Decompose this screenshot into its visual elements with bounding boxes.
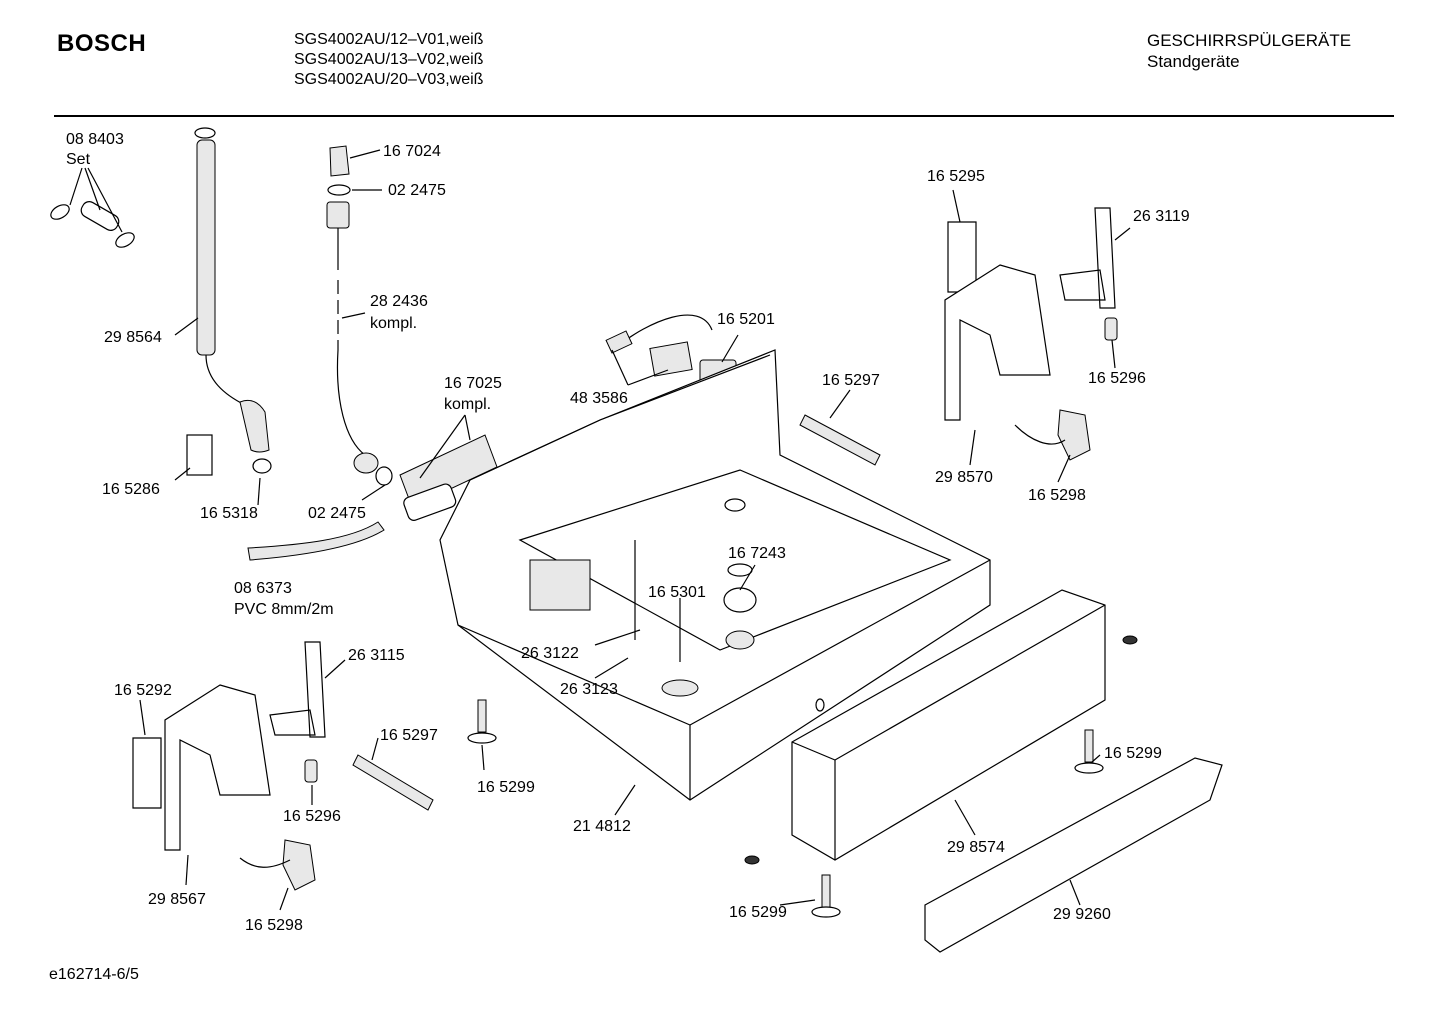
part-label-29-8567: 29 8567 [148, 891, 206, 908]
part-label-29-8574: 29 8574 [947, 839, 1005, 856]
part-label-16-5286: 16 5286 [102, 481, 160, 498]
foot-screws-drawing [467, 635, 1138, 918]
part-label-26-3123: 26 3123 [560, 681, 618, 698]
inlet-hose-drawing [326, 145, 393, 486]
part-label-16-7243: 16 7243 [728, 545, 786, 562]
part-label-16-5297-right: 16 5297 [822, 372, 880, 389]
hose-clamp-set-drawing [50, 201, 135, 248]
part-label-29-9260: 29 9260 [1053, 906, 1111, 923]
part-label-16-5295: 16 5295 [927, 168, 985, 185]
model-line: SGS4002AU/12–V01,weiß [294, 31, 484, 48]
model-list: SGS4002AU/12–V01,weiß SGS4002AU/13–V02,w… [294, 30, 483, 90]
part-label-16-5299-center: 16 5299 [477, 779, 535, 796]
part-label-48-3586: 48 3586 [570, 390, 628, 407]
part-label-26-3115: 26 3115 [348, 647, 405, 664]
part-label-29-8570: 29 8570 [935, 469, 993, 486]
pvc-hose-drawing [247, 521, 385, 561]
spring-drawing [799, 414, 881, 466]
part-label-16-5301: 16 5301 [648, 584, 706, 601]
part-label-16-5298-left: 16 5298 [245, 917, 303, 934]
part-label-16-5297-left: 16 5297 [380, 727, 438, 744]
part-label-16-5299-bottom: 16 5299 [729, 904, 787, 921]
part-label-16-7024: 16 7024 [383, 143, 441, 160]
clip-drawing [186, 434, 213, 476]
kick-plate-drawing [791, 589, 1106, 861]
part-label-26-3122: 26 3122 [521, 645, 579, 662]
part-label-16-5201: 16 5201 [717, 311, 775, 328]
model-line: SGS4002AU/13–V02,weiß [294, 51, 484, 68]
document-id: e162714-6/5 [49, 966, 139, 983]
part-label-16-5292: 16 5292 [114, 682, 172, 699]
part-drawings [50, 127, 1223, 953]
part-label-29-8564: 29 8564 [104, 329, 162, 346]
drain-hose-drawing [194, 127, 272, 474]
model-line: SGS4002AU/20–V03,weiß [294, 71, 484, 88]
base-tub-drawing [439, 349, 991, 801]
trim-strip-drawing [924, 757, 1223, 953]
category-title: GESCHIRRSPÜLGERÄTE [1147, 31, 1352, 50]
left-side-brackets-drawing [132, 641, 434, 891]
part-label-02-2475-top: 02 2475 [388, 182, 446, 199]
part-label-16-5299-right: 16 5299 [1104, 745, 1162, 762]
part-label-16-5318: 16 5318 [200, 505, 258, 522]
brand-logo: BOSCH [57, 30, 147, 57]
part-label-16-5296-right: 16 5296 [1088, 370, 1146, 387]
part-label-26-3119: 26 3119 [1133, 208, 1190, 225]
leader-lines [69, 149, 1131, 911]
category-block: GESCHIRRSPÜLGERÄTE Standgeräte [1147, 30, 1351, 72]
right-side-brackets-drawing [944, 207, 1118, 461]
category-subtitle: Standgeräte [1147, 52, 1240, 71]
part-label-16-5296-left: 16 5296 [283, 808, 341, 825]
header-rule [54, 115, 1394, 117]
part-label-02-2475-bottom: 02 2475 [308, 505, 366, 522]
part-label-16-5298-right: 16 5298 [1028, 487, 1086, 504]
part-label-21-4812: 21 4812 [573, 818, 631, 835]
